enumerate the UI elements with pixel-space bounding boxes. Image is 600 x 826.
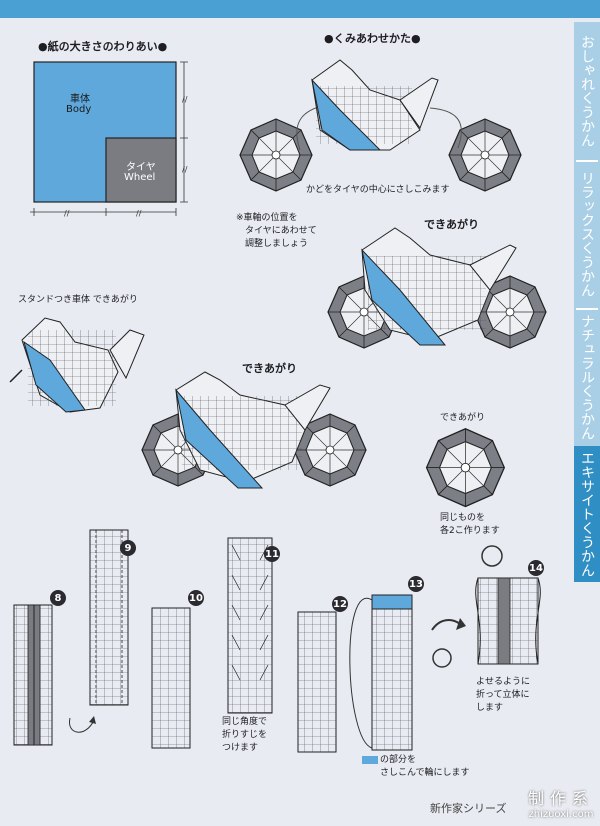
paper-size-heading: ●紙の大きさのわりあい●: [38, 40, 168, 53]
step-11-number: 11: [264, 546, 280, 562]
stand-finished-label: スタンドつき車体 できあがり: [18, 295, 138, 305]
step-11-note: 同じ角度で 折りすじを つけます: [222, 717, 268, 753]
svg-text://: //: [182, 95, 188, 104]
step-13-strip: [349, 594, 413, 751]
sidebar-divider: [576, 160, 598, 162]
finished-motorcycle-center: [141, 371, 367, 489]
step-8-number: 8: [50, 590, 66, 606]
footer-series: 新作家シリーズ: [430, 802, 507, 815]
sidebar-tab-1[interactable]: おしゃれくうかん: [579, 35, 595, 147]
step-12-number: 12: [332, 596, 348, 612]
paper-size-diagram: // // // //: [30, 61, 188, 218]
body-label-jp: 車体: [70, 94, 90, 105]
step-9-number: 9: [120, 540, 136, 556]
finished-motorcycle-right: [327, 227, 547, 349]
wheel-finished-label: できあがり: [440, 413, 486, 423]
step-14-number: 14: [528, 560, 544, 576]
stand-motorcycle: [9, 317, 145, 413]
chapter-sidebar: おしゃれくうかん リラックスくうかん ナチュラルくうかん エキサイトくうかん: [574, 22, 600, 582]
legend-swatch: [362, 756, 378, 764]
insert-note: かどをタイヤの中心にさしこみます: [306, 185, 450, 195]
step-8-strip: [13, 604, 53, 746]
wheel-label-jp: タイヤ: [126, 162, 156, 173]
next-arrow: [431, 619, 461, 631]
rotate-icons: [432, 545, 503, 668]
body-label-en: Body: [66, 104, 92, 115]
assembly-motorcycle: [239, 59, 522, 192]
axle-note: ※車軸の位置を タイヤにあわせて 調整しましょう: [236, 213, 317, 249]
sidebar-divider: [576, 308, 598, 310]
wheel-label-en: Wheel: [124, 172, 156, 183]
step-9-strip: [89, 529, 129, 706]
rotate-arrow: [69, 717, 95, 733]
assembly-heading: ●くみあわせかた●: [324, 32, 421, 45]
svg-text://: //: [182, 165, 188, 174]
step-13-number: 13: [408, 576, 424, 592]
finished-label-center: できあがり: [242, 362, 297, 375]
step-10-number: 10: [188, 590, 204, 606]
step-10-strip: [151, 607, 191, 749]
step-12-strip: [297, 611, 337, 753]
step-11-strip: [227, 537, 273, 714]
step-13-legend: の部分を さしこんで輪にします: [380, 755, 470, 778]
step-14-note: よせるように 折って立体に します: [476, 677, 531, 713]
watermark-line1: 制作系: [527, 789, 594, 808]
page-top-edge: [0, 0, 600, 18]
sidebar-tab-2[interactable]: リラックスくうかん: [579, 171, 595, 297]
step-14-folded: [475, 577, 541, 665]
site-watermark: 制作系 zhizuoxi.com: [528, 785, 594, 820]
wheel-note: 同じものを 各2こ作ります: [440, 513, 500, 536]
finished-label-right: できあがり: [424, 218, 479, 231]
finished-wheel: [425, 428, 505, 508]
sidebar-tab-3[interactable]: ナチュラルくうかん: [579, 314, 595, 440]
svg-text://: //: [136, 209, 142, 218]
svg-text://: //: [64, 209, 70, 218]
watermark-line2: zhizuoxi.com: [528, 809, 594, 820]
sidebar-tab-4-active[interactable]: エキサイトくうかん: [574, 446, 600, 582]
